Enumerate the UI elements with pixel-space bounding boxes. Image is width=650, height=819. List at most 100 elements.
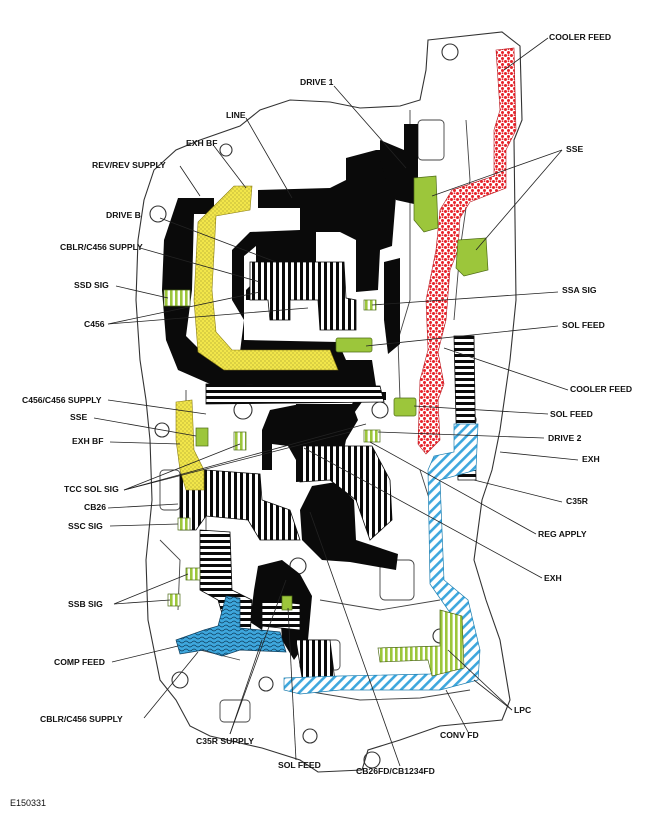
leader-ssb-1 — [113, 573, 189, 605]
leader-ssb-2 — [113, 599, 171, 605]
label-c456-c456-supply: C456/C456 SUPPLY — [22, 395, 102, 405]
comp-feed-passage — [175, 595, 287, 657]
label-sse-right: SSE — [566, 144, 583, 154]
ssc-sig-block — [177, 517, 191, 531]
conv-fd-circuit — [283, 423, 481, 695]
label-cooler-feed-top: COOLER FEED — [549, 32, 611, 42]
drive-b-passage — [205, 383, 385, 405]
inner-web-2 — [397, 110, 411, 401]
bolt-hole — [371, 401, 389, 419]
label-cb26fd-cb1234fd: CB26FD/CB1234FD — [356, 766, 435, 776]
comp-feed-circuit — [175, 595, 287, 657]
label-cooler-feed-mid: COOLER FEED — [570, 384, 632, 394]
leader-tcc-3 — [123, 423, 367, 491]
label-ssd-sig: SSD SIG — [74, 280, 109, 290]
label-c456: C456 — [84, 319, 105, 329]
line-passage-right — [384, 258, 400, 354]
tcc-sol-sig-block — [233, 431, 247, 451]
bolt-hole — [154, 422, 170, 438]
label-drive-2: DRIVE 2 — [548, 433, 582, 443]
mid-stripe-passage — [261, 599, 301, 631]
leader-ssd-sig — [115, 285, 169, 299]
leader-cblr-bottom — [143, 651, 199, 719]
reg-apply-passage — [299, 445, 393, 541]
bolt-hole — [302, 728, 318, 744]
leader-sse-left — [93, 417, 197, 437]
exh-bf-circuit — [175, 185, 339, 491]
label-drive-1: DRIVE 1 — [300, 77, 334, 87]
outer-casting-edge — [135, 31, 523, 773]
leader-cblr-top — [139, 247, 261, 283]
leader-lpc-1 — [447, 649, 513, 711]
c456-passage — [249, 261, 357, 331]
striped-circuits — [179, 261, 477, 691]
leader-sse-right-1 — [431, 149, 563, 197]
line-passage-mid — [300, 482, 398, 570]
exh-bf-upper-passage — [193, 185, 339, 371]
leader-exh-bf-left — [109, 441, 181, 445]
label-rev-rev-supply: REV/REV SUPPLY — [92, 160, 166, 170]
leader-sol-feed-bottom — [287, 607, 297, 761]
leader-cooler-feed-top — [503, 37, 549, 71]
leader-lines — [93, 37, 579, 767]
bolt-hole — [171, 671, 189, 689]
leader-drive-b — [159, 217, 277, 263]
exh-bf-lower-passage — [175, 399, 205, 491]
cooler-feed-passage — [417, 47, 517, 455]
leader-rev-rev-supply — [179, 165, 201, 197]
label-c35r-supply: C35R SUPPLY — [196, 736, 254, 746]
inner-web-6 — [319, 599, 441, 611]
label-ssc-sig: SSC SIG — [68, 521, 103, 531]
bolt-hole — [219, 143, 233, 157]
label-reg-apply: REG APPLY — [538, 529, 587, 539]
bolt-hole — [258, 676, 274, 692]
label-sol-feed-right-2: SOL FEED — [550, 409, 593, 419]
rib-1 — [417, 119, 445, 161]
rib-3 — [219, 699, 251, 723]
leader-tcc-2 — [123, 431, 351, 491]
solenoid-blocks — [163, 175, 489, 677]
leader-sol-feed-1 — [365, 325, 559, 347]
label-ssa-sig: SSA SIG — [562, 285, 597, 295]
label-cblr-c456-supply-top: CBLR/C456 SUPPLY — [60, 242, 143, 252]
leader-comp-feed — [111, 645, 179, 663]
sse-upper-block — [413, 175, 439, 233]
leader-sol-feed-2 — [413, 405, 549, 415]
label-line: LINE — [226, 110, 246, 120]
leader-conv-fd — [445, 689, 469, 733]
label-exh-bf-top: EXH BF — [186, 138, 218, 148]
leader-tcc-1 — [123, 443, 241, 491]
leader-drive1 — [333, 85, 407, 169]
label-exh-right: EXH — [582, 454, 600, 464]
label-sol-feed-right-1: SOL FEED — [562, 320, 605, 330]
label-conv-fd: CONV FD — [440, 730, 479, 740]
leader-exh-lower — [303, 447, 543, 579]
leader-c35r — [473, 479, 563, 503]
sse-mid-block — [455, 237, 489, 277]
leader-ssc-sig — [109, 523, 179, 527]
leader-c35r-supply-2 — [229, 579, 287, 735]
label-exh-lower: EXH — [544, 573, 562, 583]
leader-sse-right-2 — [475, 149, 563, 251]
label-cb26: CB26 — [84, 502, 106, 512]
cb26-passage — [179, 469, 301, 541]
leader-ssa-sig — [371, 291, 559, 306]
conv-fd-passage — [283, 423, 481, 695]
inner-web-3 — [453, 119, 471, 321]
ssb-sig-block-1 — [185, 567, 201, 581]
callout-labels: COOLER FEED DRIVE 1 SSE LINE EXH BF REV/… — [10, 32, 632, 808]
label-tcc-sol-sig: TCC SOL SIG — [64, 484, 119, 494]
ssd-sig-block — [163, 289, 191, 307]
label-lpc: LPC — [514, 705, 531, 715]
lpc-block — [377, 609, 465, 677]
line-passage-upper — [162, 124, 416, 386]
leader-drive2 — [377, 431, 545, 439]
label-sse-left: SSE — [70, 412, 87, 422]
sol-feed-block — [335, 337, 373, 353]
leader-cb26fd — [309, 511, 401, 767]
figure-id: E150331 — [10, 798, 46, 808]
bolt-hole — [363, 751, 381, 769]
leader-cb26 — [107, 503, 179, 509]
sol-feed-bottom-block — [281, 595, 293, 611]
